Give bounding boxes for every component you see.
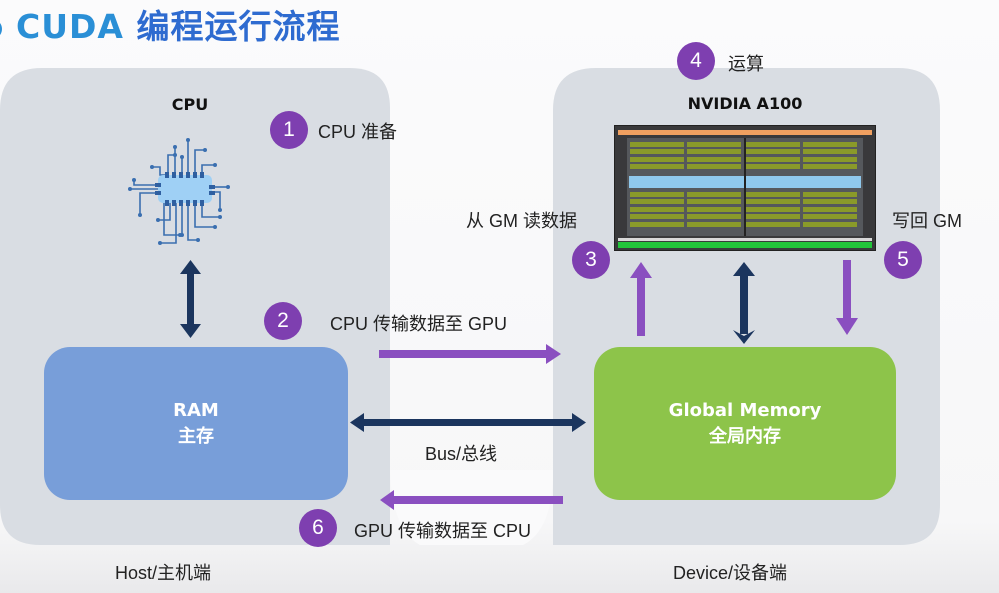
gpu-sm-block xyxy=(803,214,857,219)
panel-bridge xyxy=(345,470,600,545)
gpu-sm-block xyxy=(630,192,684,197)
gpu-sm-block xyxy=(803,207,857,212)
gpu-sm-block xyxy=(687,207,741,212)
title-prefix: CUDA xyxy=(16,7,124,46)
gpu-sm-block xyxy=(746,149,800,154)
gpu-sm-block xyxy=(803,157,857,162)
gpu-sm-block xyxy=(687,164,741,169)
gpu-sm-block xyxy=(630,149,684,154)
step-2-badge: 2 xyxy=(264,302,302,340)
step-5-label: 写回 GM xyxy=(892,211,962,231)
title-main: 编程运行流程 xyxy=(136,7,341,46)
gpu-sm-block xyxy=(687,199,741,204)
gpu-gm-arrow xyxy=(733,262,755,344)
page-title: CUDA 编程运行流程 xyxy=(0,0,340,48)
gpu-sm-block xyxy=(746,207,800,212)
panel-bridge-cut xyxy=(390,470,553,545)
step-1-label: CPU 准备 xyxy=(318,122,398,142)
read-gm-arrow xyxy=(630,262,652,336)
gpu-die-diagram xyxy=(618,130,872,248)
gpu-sm-block xyxy=(746,199,800,204)
gpu-sm-block xyxy=(630,207,684,212)
transfer-to-gpu-arrow xyxy=(379,344,561,364)
gpu-sm-block xyxy=(630,157,684,162)
gpu-sm-block xyxy=(630,222,684,227)
write-gm-arrow xyxy=(836,260,858,335)
gpu-sm-block xyxy=(803,164,857,169)
gpu-sm-block xyxy=(803,199,857,204)
bus-arrow xyxy=(350,413,586,432)
gpu-sm-block xyxy=(630,214,684,219)
gpu-sm-block xyxy=(687,214,741,219)
gpu-sm-block xyxy=(630,142,684,147)
ram-label: RAM xyxy=(173,399,219,421)
bus-label: Bus/总线 xyxy=(425,444,498,464)
gpu-sm-block xyxy=(803,149,857,154)
step-4-badge: 4 xyxy=(677,42,715,80)
global-memory-label-zh: 全局内存 xyxy=(709,425,781,447)
cpu-title: CPU xyxy=(171,95,209,114)
gpu-sm-block xyxy=(803,142,857,147)
global-memory-label: Global Memory xyxy=(668,399,822,421)
step-2-label: CPU 传输数据至 GPU xyxy=(330,314,508,334)
cpu-ram-arrow xyxy=(180,260,201,338)
step-4-label: 运算 xyxy=(728,54,764,74)
gpu-sm-block xyxy=(746,142,800,147)
gpu-sm-block xyxy=(687,157,741,162)
gpu-sm-block xyxy=(746,222,800,227)
host-footer: Host/主机端 xyxy=(115,563,212,583)
title-bullet-icon xyxy=(0,18,2,39)
gpu-sm-block xyxy=(687,192,741,197)
transfer-to-cpu-arrow xyxy=(380,490,563,510)
ram-label-zh: 主存 xyxy=(178,425,214,447)
gpu-sm-block xyxy=(803,222,857,227)
cpu-chip-icon xyxy=(128,138,230,245)
gpu-die-image xyxy=(614,125,876,251)
gpu-sm-block xyxy=(803,192,857,197)
gpu-sm-block xyxy=(687,222,741,227)
global-memory-box: Global Memory 全局内存 xyxy=(594,347,896,500)
step-3-badge: 3 xyxy=(572,241,610,279)
gpu-sm-block xyxy=(746,157,800,162)
step-5-badge: 5 xyxy=(884,241,922,279)
gpu-sm-block xyxy=(630,164,684,169)
step-6-label: GPU 传输数据至 CPU xyxy=(354,521,532,541)
gpu-sm-block xyxy=(746,214,800,219)
device-footer: Device/设备端 xyxy=(673,563,788,583)
gpu-title: NVIDIA A100 xyxy=(687,94,803,113)
gpu-sm-block xyxy=(630,199,684,204)
gpu-sm-block xyxy=(746,164,800,169)
step-6-badge: 6 xyxy=(299,509,337,547)
gpu-sm-block xyxy=(687,142,741,147)
gpu-sm-block xyxy=(687,149,741,154)
step-3-label: 从 GM 读数据 xyxy=(466,211,577,231)
step-1-badge: 1 xyxy=(270,111,308,149)
ram-box: RAM 主存 xyxy=(44,347,348,500)
gpu-sm-block xyxy=(746,192,800,197)
